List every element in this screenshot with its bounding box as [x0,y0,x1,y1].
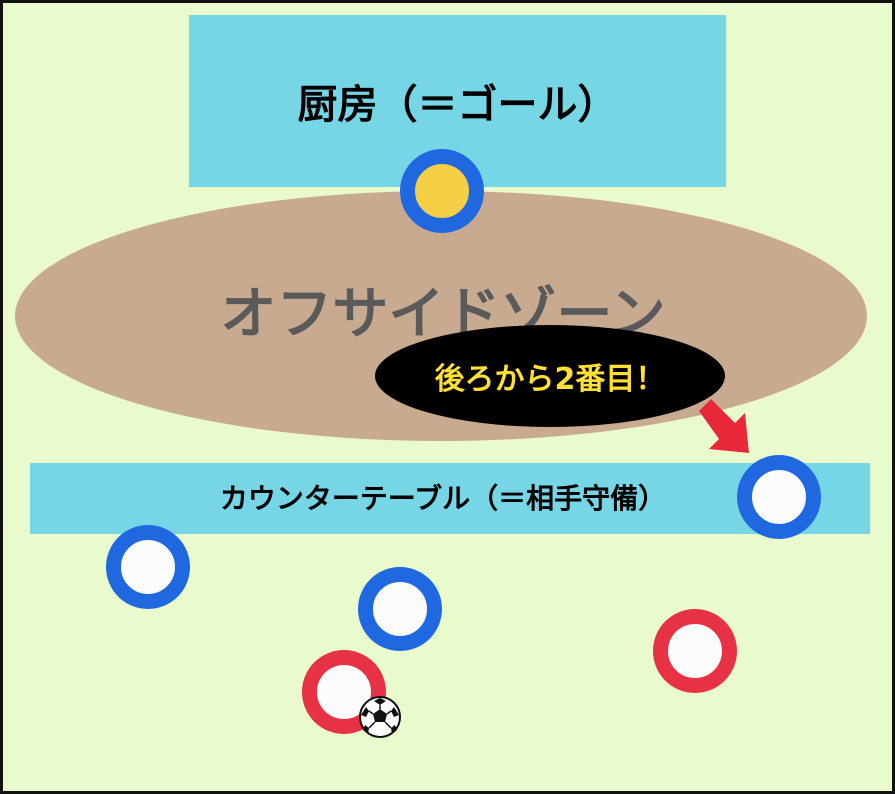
soccer-ball-icon [359,696,401,738]
counter-table-defense-line [30,463,870,534]
goalkeeper-marker [400,149,484,233]
second-last-callout: 後ろから2番目！ [375,325,725,427]
second-last-defender-marker [737,455,821,539]
defender-marker [106,525,190,609]
attacker-marker [653,609,737,693]
arrow-icon [699,399,749,453]
kitchen-label: 厨房（＝ゴール） [297,82,618,128]
counter-table-label: カウンターテーブル（＝相手守備） [219,482,667,515]
defender-marker [358,567,442,651]
